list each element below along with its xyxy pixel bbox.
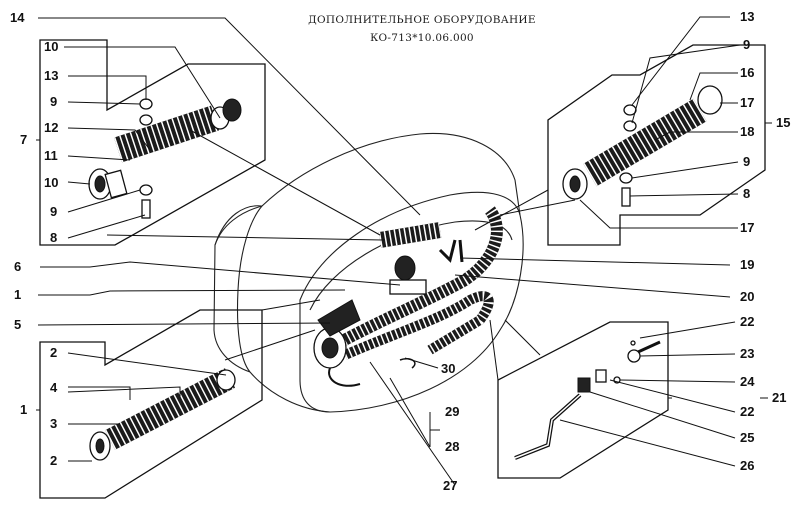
callout-25: 25 [740, 430, 754, 445]
detail-frame-7 [39, 39, 266, 246]
callout-13-left: 13 [44, 68, 58, 83]
callout-29: 29 [445, 404, 459, 419]
callout-17-top: 17 [740, 95, 754, 110]
detail-frame-1 [39, 309, 263, 499]
callout-8-left: 8 [50, 230, 57, 245]
callout-2-bottom: 2 [50, 453, 57, 468]
callout-14: 14 [10, 10, 25, 25]
callout-21: 21 [772, 390, 786, 405]
central-assembly [313, 206, 503, 387]
callout-7: 7 [20, 132, 27, 147]
callout-30: 30 [441, 361, 455, 376]
callout-2-top: 2 [50, 345, 57, 360]
callout-9-right-top: 9 [743, 37, 750, 52]
callout-13-right: 13 [740, 9, 754, 24]
callout-11: 11 [44, 148, 58, 163]
callout-22-bottom: 22 [740, 404, 754, 419]
detail-frame-21 [497, 321, 669, 479]
callout-4: 4 [50, 380, 58, 395]
callout-5: 5 [14, 317, 21, 332]
callout-8-right: 8 [743, 186, 750, 201]
tank-body [213, 132, 524, 413]
callout-9-left-top: 9 [50, 94, 57, 109]
callout-16: 16 [740, 65, 754, 80]
callout-22-top: 22 [740, 314, 754, 329]
callout-6: 6 [14, 259, 21, 274]
callout-15: 15 [776, 115, 790, 130]
diagram-code: КО-713*10.06.000 [370, 32, 474, 44]
callout-labels: 14 10 13 9 7 12 11 10 9 8 6 1 5 2 4 1 3 … [10, 9, 790, 493]
callout-3: 3 [50, 416, 57, 431]
callout-28: 28 [445, 439, 459, 454]
leader-lines [36, 16, 772, 486]
callout-27: 27 [443, 478, 457, 493]
detail-frame-15 [547, 44, 766, 246]
callout-20: 20 [740, 289, 754, 304]
callout-12: 12 [44, 120, 58, 135]
callout-9-right-bottom: 9 [743, 154, 750, 169]
callout-17-bottom: 17 [740, 220, 754, 235]
callout-24: 24 [740, 374, 755, 389]
callout-9-left-bottom: 9 [50, 204, 57, 219]
diagram-title: ДОПОЛНИТЕЛЬНОЕ ОБОРУДОВАНИЕ [308, 14, 536, 26]
callout-1-frame: 1 [20, 402, 27, 417]
callout-18: 18 [740, 124, 754, 139]
callout-26: 26 [740, 458, 754, 473]
callout-10-bottom: 10 [44, 175, 58, 190]
callout-10-top: 10 [44, 39, 58, 54]
callout-1-mid: 1 [14, 287, 21, 302]
callout-19: 19 [740, 257, 754, 272]
callout-23: 23 [740, 346, 754, 361]
